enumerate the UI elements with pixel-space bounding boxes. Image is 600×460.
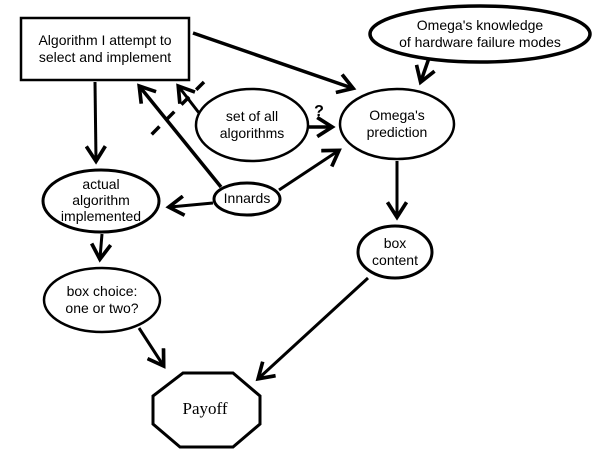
actual-algorithm-node (41, 168, 161, 234)
edge-actual-to-choice (100, 233, 102, 258)
edge-attempt-to-actual (95, 81, 96, 160)
edge-innards-to-prediction (278, 151, 338, 192)
edge-knowledge-to-prediction (421, 57, 429, 81)
edge-innards-to-actual (170, 203, 214, 207)
omega-prediction-node (338, 87, 456, 161)
omega-knowledge-node (368, 4, 592, 64)
edge-innards-to-attempt (140, 87, 223, 189)
edge-choice-to-payoff (137, 327, 163, 365)
set-of-algorithms-node (194, 87, 310, 163)
innards-node (212, 181, 282, 217)
payoff-node (151, 371, 262, 449)
box-content-node (356, 224, 434, 280)
edge-content-to-payoff (259, 276, 370, 378)
edge-attempt-to-prediction (192, 31, 352, 88)
algorithm-attempt-node (19, 16, 191, 82)
box-choice-node (42, 266, 162, 334)
severed-link-dashed-mark (144, 80, 206, 142)
